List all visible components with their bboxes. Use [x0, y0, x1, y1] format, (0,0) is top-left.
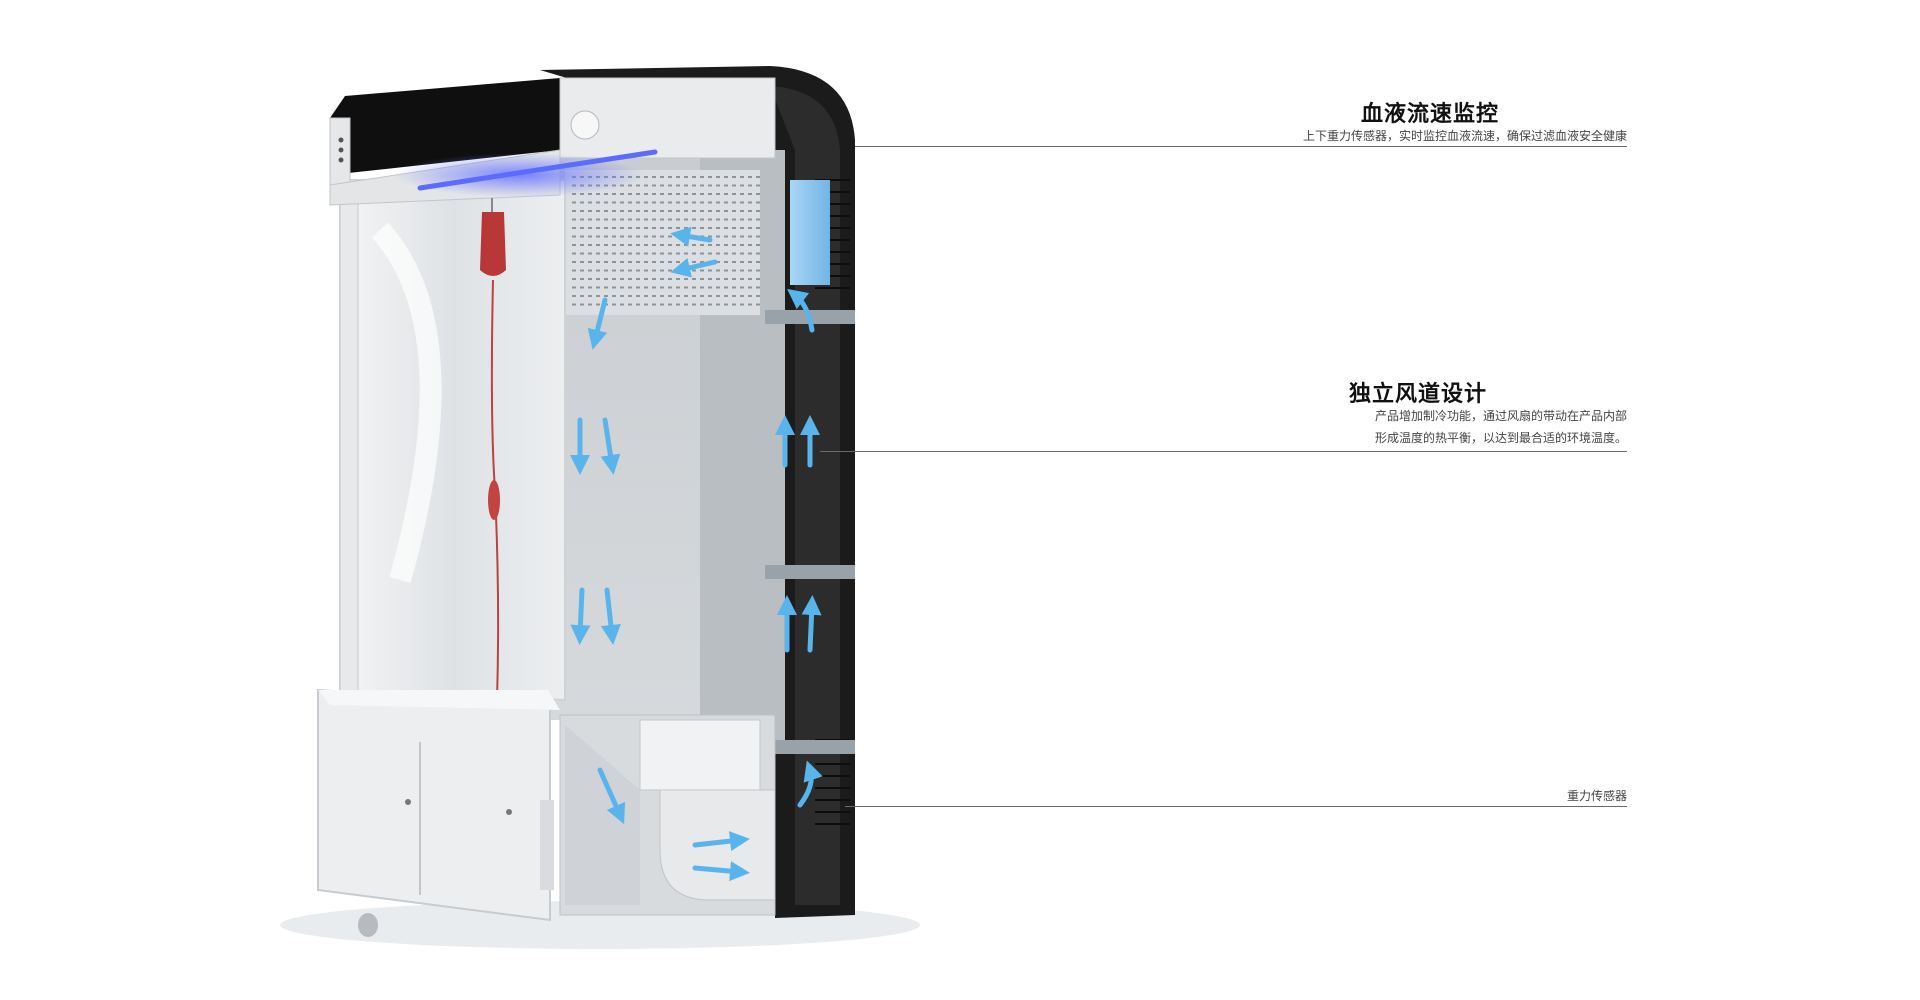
callout-title: 血液流速监控 — [1360, 102, 1499, 127]
callout-description: 产品增加制冷功能，通过风扇的带动在产品内部 形成温度的热平衡，以达到最合适的环境… — [1375, 405, 1627, 449]
airflow-arrow-icon — [600, 587, 621, 645]
leader-line-gravity-sensor — [845, 806, 1627, 807]
callout-title: 独立风道设计 — [1348, 382, 1487, 407]
airflow-arrow-icon — [801, 595, 822, 653]
leader-line-air-duct — [820, 451, 1627, 452]
callout-description-line: 产品增加制冷功能，通过风扇的带动在产品内部 — [1374, 409, 1627, 423]
airflow-arrow-icon — [670, 226, 713, 247]
blood-bag-icon — [480, 198, 506, 701]
coolant-tank — [790, 180, 830, 285]
fan-chamber — [559, 714, 776, 916]
airflow-arrow-icon — [570, 587, 591, 645]
led-strip — [417, 149, 658, 191]
airflow-arrow-icon — [670, 258, 718, 278]
glass-door — [339, 179, 566, 702]
leader-line-blood-flow — [855, 146, 1627, 147]
airflow-arrow-icon — [600, 417, 621, 475]
callout-description-line: 形成温度的热平衡，以达到最合适的环境温度。 — [1374, 431, 1627, 445]
airflow-arrow-icon — [797, 760, 823, 808]
callout-description: 上下重力传感器，实时监控血液流速，确保过滤血液安全健康 — [1302, 129, 1627, 143]
airflow-arrows — [570, 226, 823, 882]
callout-description: 重力传感器 — [1566, 789, 1627, 803]
airflow-arrow-icon — [692, 831, 750, 852]
airflow-arrow-icon — [597, 767, 626, 825]
airflow-arrow-icon — [587, 297, 608, 350]
airflow-arrow-icon — [692, 861, 750, 882]
base-drawer-unit — [317, 688, 560, 937]
airflow-arrow-icon — [787, 288, 815, 333]
